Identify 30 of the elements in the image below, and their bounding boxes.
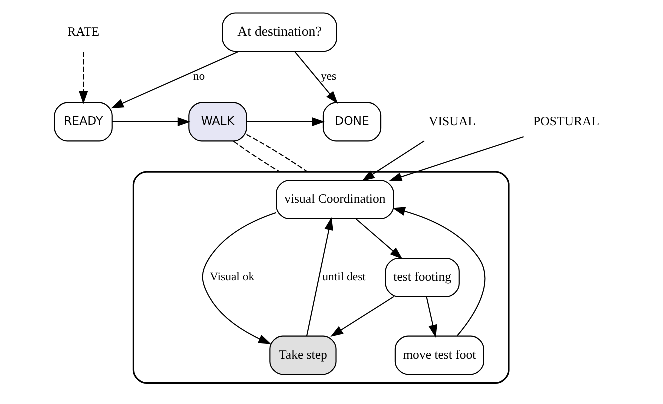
- arrow: [112, 117, 190, 126]
- node-box: At destination?: [222, 12, 337, 52]
- arrow: [246, 117, 325, 126]
- node-box: move test foot: [394, 335, 484, 375]
- edge-label: yes: [320, 70, 336, 83]
- edge-label: no: [192, 70, 205, 83]
- arrow: [388, 136, 524, 181]
- arrow: [306, 217, 334, 336]
- connector: [246, 134, 308, 172]
- node-box: test footing: [384, 257, 460, 297]
- node-box: WALK: [188, 102, 247, 142]
- arrow: [426, 296, 437, 338]
- connector: [232, 140, 280, 172]
- node-box: READY: [54, 102, 112, 142]
- node-text: POSTURAL: [533, 114, 600, 128]
- arrow: [330, 296, 394, 337]
- arrow: [202, 212, 276, 344]
- node-text: RATE: [67, 24, 100, 38]
- arrow: [356, 218, 402, 259]
- arrow: [110, 50, 238, 108]
- node-box: visual Coordination: [276, 180, 394, 220]
- node-text: VISUAL: [428, 114, 476, 128]
- arrow: [294, 51, 338, 104]
- arrow: [78, 52, 88, 104]
- node-box: DONE: [322, 102, 382, 142]
- arrow: [392, 206, 486, 336]
- edge-label: until dest: [322, 270, 366, 284]
- edge-label: Visual ok: [210, 270, 254, 284]
- arrow: [362, 140, 424, 181]
- node-box: Take step: [269, 335, 336, 375]
